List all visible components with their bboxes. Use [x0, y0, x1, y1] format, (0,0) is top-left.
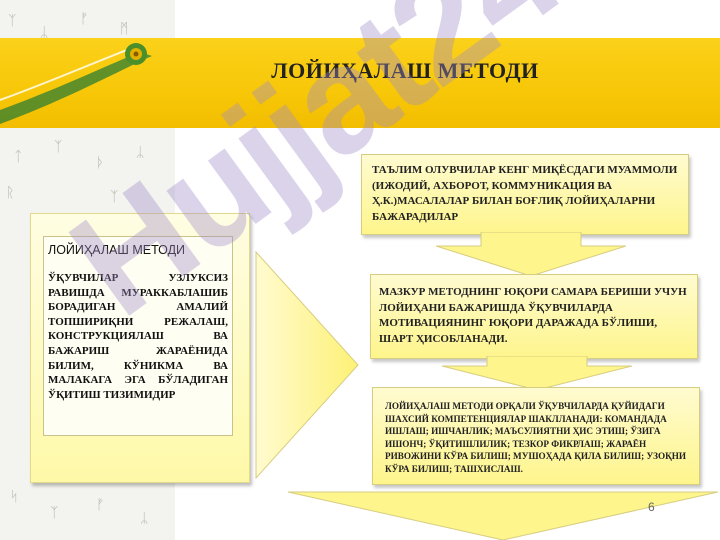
rune-glyph: ᛗ	[120, 21, 129, 37]
page-title: ЛОЙИҲАЛАШ МЕТОДИ	[271, 58, 539, 83]
down-arrow-icon	[436, 232, 626, 276]
bottom-down-arrow-icon	[288, 491, 719, 540]
rune-glyph: ᛏ	[14, 149, 23, 165]
rune-glyph: ᛉ	[54, 139, 63, 155]
rune-glyph: ᛦ	[40, 25, 49, 41]
flower-ornament-icon	[125, 43, 147, 65]
flow-box-1-text: ТАЪЛИМ ОЛУВЧИЛАР КЕНГ МИҚЁСДАГИ МУАММОЛИ…	[372, 164, 678, 223]
definition-panel: ЛОЙИҲАЛАШ МЕТОДИ ЎҚУВЧИЛАР УЗЛУКСИЗ РАВИ…	[30, 213, 250, 483]
rune-glyph: ᚠ	[96, 497, 105, 513]
flow-box-3: ЛОЙИҲАЛАШ МЕТОДИ ОРҚАЛИ ЎҚУВЧИЛАРДА ҚУЙИ…	[372, 387, 700, 485]
rune-glyph: ᛉ	[110, 189, 119, 205]
rune-glyph: ᛋ	[10, 489, 19, 505]
rune-glyph: ᛉ	[50, 505, 59, 521]
definition-card: ЛОЙИҲАЛАШ МЕТОДИ ЎҚУВЧИЛАР УЗЛУКСИЗ РАВИ…	[43, 236, 233, 436]
rune-glyph: ᚠ	[80, 11, 89, 27]
rune-glyph: ᛦ	[136, 145, 145, 161]
title-banner	[0, 38, 720, 128]
banner-swoosh	[0, 47, 152, 124]
flow-box-1: ТАЪЛИМ ОЛУВЧИЛАР КЕНГ МИҚЁСДАГИ МУАММОЛИ…	[361, 154, 689, 235]
rune-glyph: ᛦ	[140, 511, 149, 527]
rune-glyph: ᚦ	[96, 155, 105, 171]
right-arrow-icon	[255, 250, 359, 480]
rune-glyph: ᛉ	[8, 13, 17, 29]
down-arrow-icon	[442, 356, 632, 390]
definition-text: ЎҚУВЧИЛАР УЗЛУКСИЗ РАВИШДА МУРАККАБЛАШИБ…	[48, 272, 228, 401]
rune-glyph: ᚱ	[6, 185, 15, 201]
flow-box-2: МАЗКУР МЕТОДНИНГ ЮҚОРИ САМАРА БЕРИШИ УЧУ…	[370, 274, 698, 359]
definition-heading: ЛОЙИҲАЛАШ МЕТОДИ	[48, 243, 186, 257]
page-number: 6	[648, 500, 655, 514]
flow-box-2-text: МАЗКУР МЕТОДНИНГ ЮҚОРИ САМАРА БЕРИШИ УЧУ…	[379, 286, 687, 345]
flow-box-3-text: ЛОЙИҲАЛАШ МЕТОДИ ОРҚАЛИ ЎҚУВЧИЛАРДА ҚУЙИ…	[385, 401, 687, 474]
